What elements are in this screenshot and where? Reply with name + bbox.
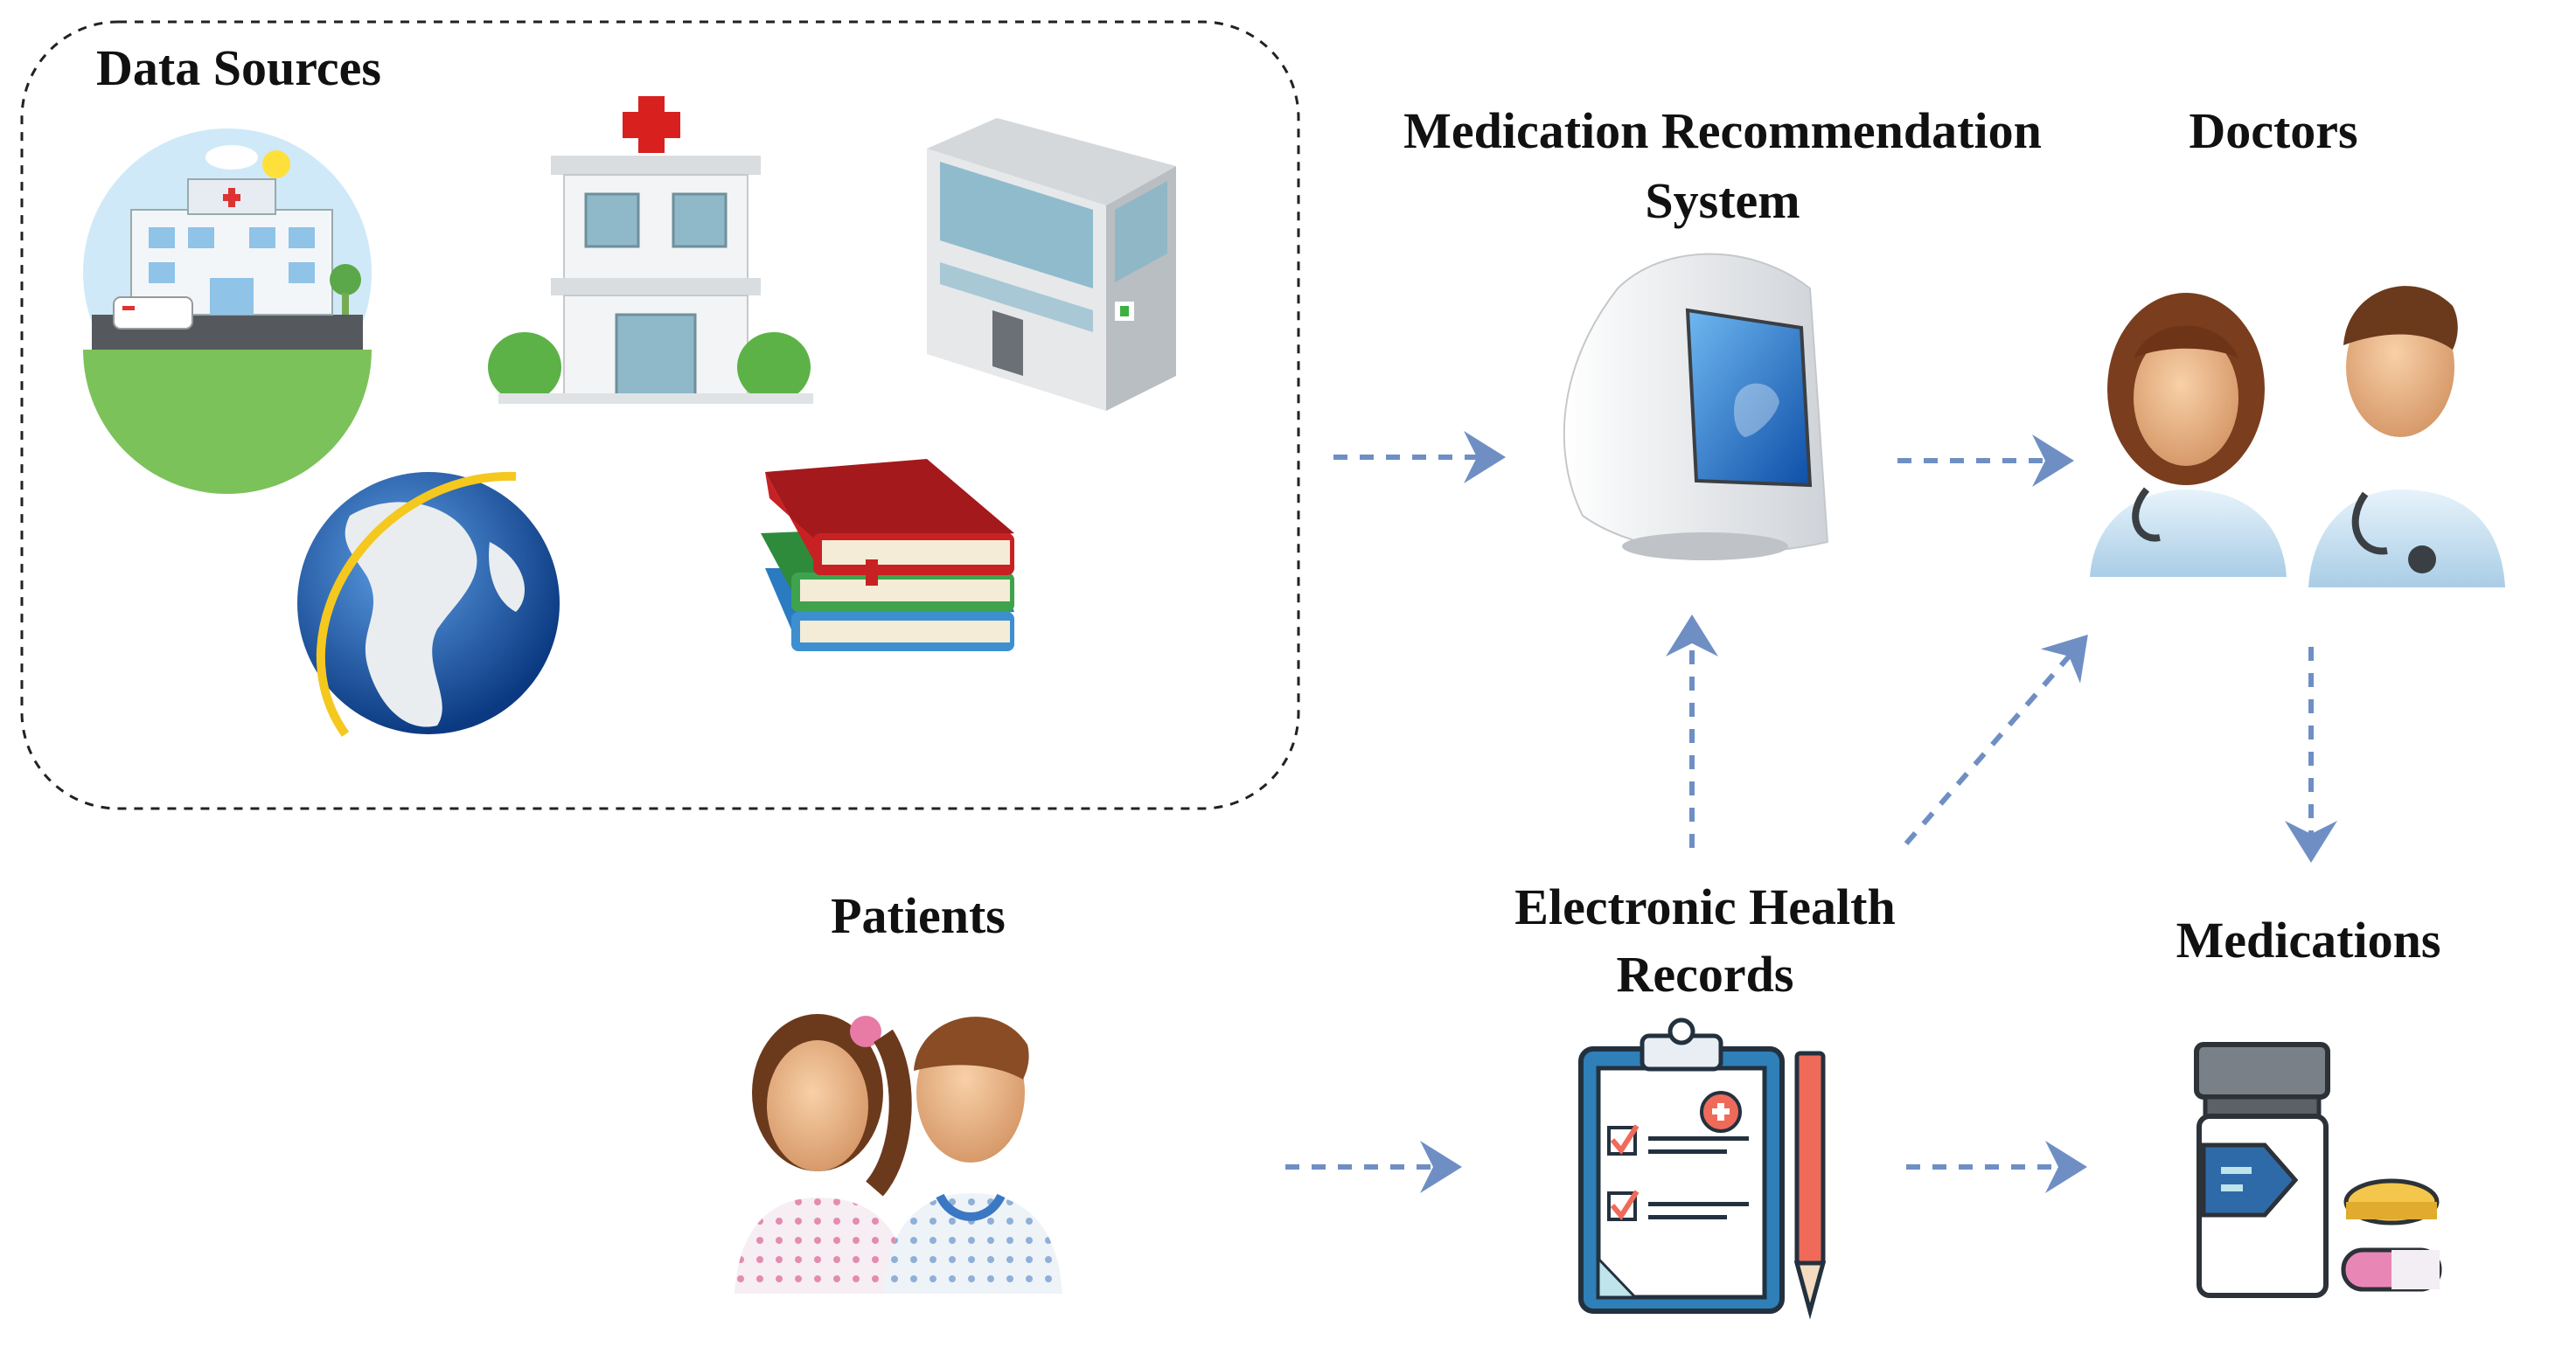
clipboard-ehr-icon — [1578, 1017, 1827, 1320]
arrow-ehr-to-doctors — [1904, 634, 2088, 845]
hospital-building-icon — [488, 96, 813, 404]
label-mrs-line2: System — [1645, 172, 1800, 229]
office-building-icon — [927, 118, 1176, 411]
doctors-icon — [2090, 286, 2505, 587]
label-patients: Patients — [831, 887, 1006, 944]
computer-monitor-icon — [1563, 253, 1829, 560]
label-mrs-line1: Medication Recommendation — [1403, 102, 2042, 159]
data-sources-box — [20, 20, 1300, 810]
label-data-sources: Data Sources — [96, 39, 381, 96]
label-medications: Medications — [2176, 912, 2441, 969]
globe-icon — [297, 471, 560, 737]
label-ehr-line1: Electronic Health — [1514, 878, 1896, 935]
label-doctors: Doctors — [2189, 102, 2358, 159]
label-ehr-line2: Records — [1616, 946, 1794, 1003]
arrows — [1285, 431, 2337, 1193]
book-stack-icon — [761, 459, 1014, 651]
hospital-illustration-icon — [83, 128, 372, 494]
patients-icon — [735, 1014, 1062, 1294]
pill-bottle-icon — [2194, 1042, 2442, 1298]
